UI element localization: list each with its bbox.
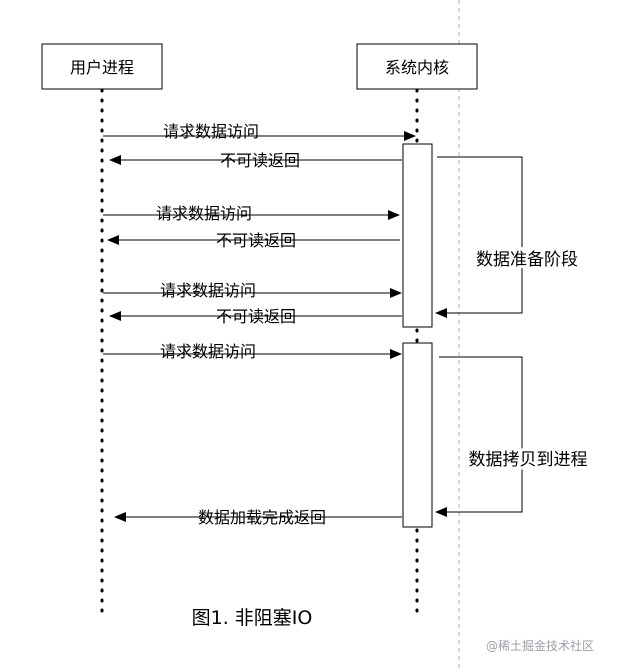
kernel-activation-prepare bbox=[402, 143, 433, 328]
kernel-label: 系统内核 bbox=[385, 58, 449, 77]
message-label-6: 不可读返回 bbox=[216, 307, 296, 326]
message-label-1: 请求数据访问 bbox=[163, 122, 259, 141]
kernel-box bbox=[356, 43, 478, 90]
message-label-2: 不可读返回 bbox=[220, 151, 300, 170]
phase-bracket-copy bbox=[435, 356, 523, 517]
user-process-label: 用户进程 bbox=[70, 58, 134, 77]
watermark-text: @稀土掘金技术社区 bbox=[486, 639, 595, 653]
kernel-activation-copy bbox=[402, 342, 433, 528]
message-label-3: 请求数据访问 bbox=[156, 204, 252, 223]
message-label-8: 数据加载完成返回 bbox=[198, 508, 326, 527]
phase-bracket-prepare bbox=[435, 156, 523, 318]
figure-caption: 图1. 非阻塞IO bbox=[192, 607, 313, 629]
message-label-4: 不可读返回 bbox=[216, 231, 296, 250]
phase-label-prepare: 数据准备阶段 bbox=[476, 250, 578, 270]
phase-label-copy: 数据拷贝到进程 bbox=[469, 450, 588, 470]
message-label-5: 请求数据访问 bbox=[160, 281, 256, 300]
message-label-7: 请求数据访问 bbox=[160, 342, 256, 361]
